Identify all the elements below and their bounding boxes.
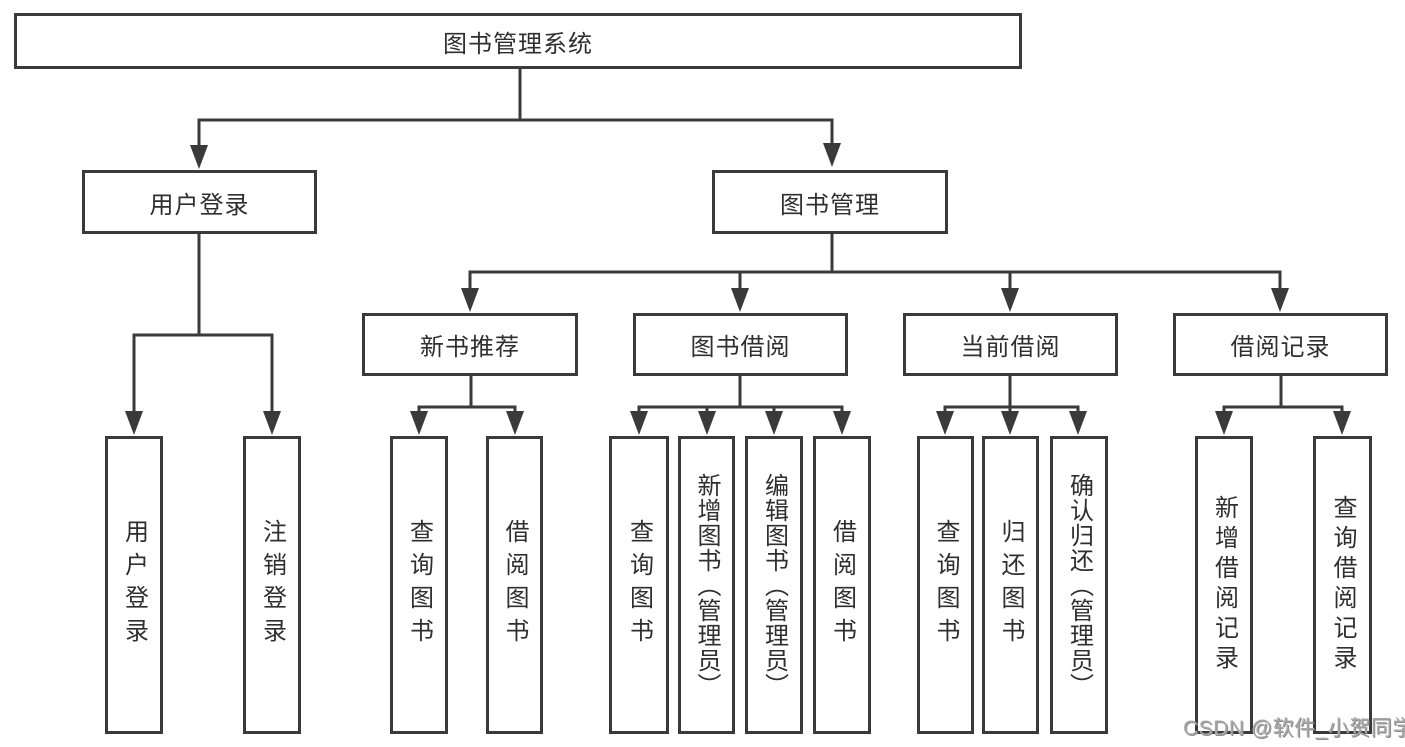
leaf-return-book: 归还图书 <box>982 436 1039 734</box>
leaf-query-borrow-record: 查询借阅记录 <box>1313 436 1372 734</box>
node-borrow-records: 借阅记录 <box>1173 313 1388 376</box>
node-user-login: 用户登录 <box>82 170 317 234</box>
leaf-query-books-recommend: 查询图书 <box>390 436 448 734</box>
leaf-query-books-current: 查询图书 <box>917 436 974 734</box>
leaf-logout: 注销登录 <box>243 436 301 734</box>
csdn-watermark: CSDN @软件_小贺同学 <box>1183 717 1405 740</box>
node-book-borrow: 图书借阅 <box>633 313 848 376</box>
node-current-borrow: 当前借阅 <box>903 313 1118 376</box>
leaf-edit-book-admin: 编辑图书（管理员） <box>745 436 803 734</box>
leaf-user-login: 用户登录 <box>105 436 163 734</box>
leaf-add-borrow-record: 新增借阅记录 <box>1195 436 1253 734</box>
node-root-system: 图书管理系统 <box>14 13 1022 69</box>
node-book-management: 图书管理 <box>712 170 948 234</box>
leaf-query-books-borrow: 查询图书 <box>609 436 669 734</box>
leaf-add-book-admin: 新增图书（管理员） <box>678 436 735 734</box>
leaf-borrow-books-recommend: 借阅图书 <box>486 436 543 734</box>
leaf-confirm-return-admin: 确认归还（管理员） <box>1050 436 1108 734</box>
node-new-book-recommend: 新书推荐 <box>362 313 578 376</box>
leaf-borrow-books-borrow: 借阅图书 <box>813 436 871 734</box>
